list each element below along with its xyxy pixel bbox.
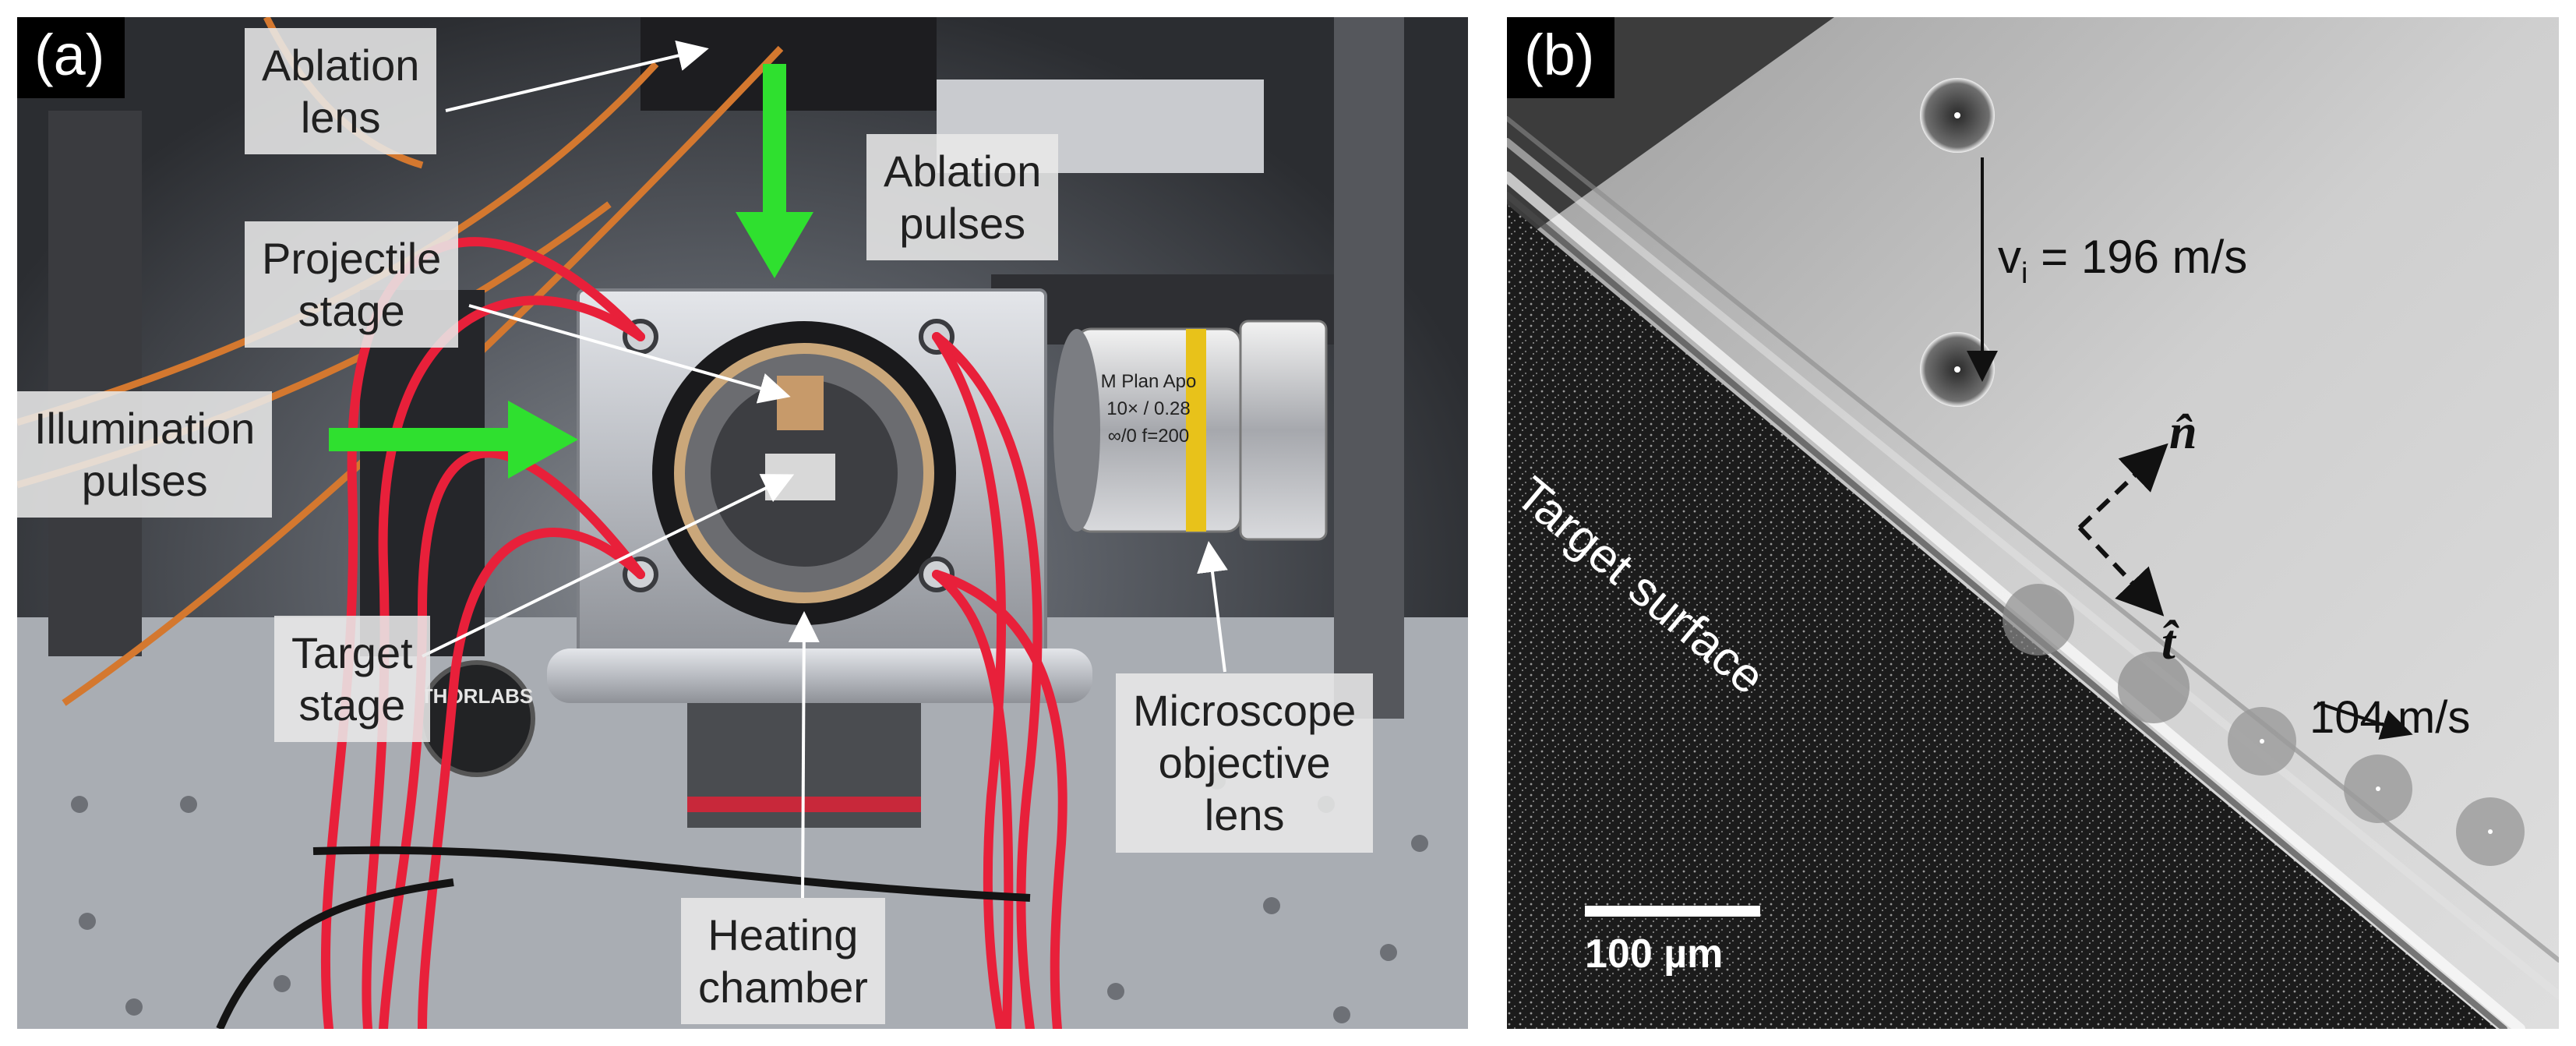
panel-b-scene: [1507, 17, 2559, 1029]
panel-b-tag: (b): [1507, 17, 1615, 98]
incident-velocity-label: vi = 196 m/s: [1998, 231, 2248, 290]
objective-engraving-3: ∞/0 f=200: [1108, 426, 1190, 447]
panel-a-photo: THORLABS M Plan Apo 10× / 0.28 ∞/0 f=200: [17, 17, 1468, 1029]
particle-4: [2118, 652, 2190, 723]
label-illumination-pulses: Illumination pulses: [17, 391, 273, 518]
label-illumination-pulses-line-1: Illumination: [34, 404, 256, 453]
particle-6: [2344, 754, 2412, 823]
label-target-stage-line-2: stage: [298, 680, 406, 730]
ablation-arrow: [736, 64, 813, 278]
microscope-objective: M Plan Apo 10× / 0.28 ∞/0 f=200: [1053, 320, 1328, 541]
label-ablation-pulses-line-2: pulses: [899, 199, 1026, 249]
tangent-vector: [2077, 525, 2165, 617]
leader-lines: [422, 40, 1228, 899]
ablation-lens-mount: [640, 17, 937, 111]
label-projectile-stage-line-2: stage: [298, 286, 405, 336]
label-heating-chamber-line-1: Heating: [708, 910, 859, 959]
panel-b-micrograph: (b) vi = 196 m/s 104 m/s n̂ t̂ Target su…: [1507, 17, 2559, 1029]
scale-bar-label: 100 µm: [1585, 931, 1724, 977]
label-heating-chamber-line-2: chamber: [698, 963, 868, 1012]
particle-7: [2456, 797, 2525, 866]
label-ablation-lens-line-1: Ablation: [262, 41, 420, 90]
label-projectile-stage: Projectile stage: [245, 221, 459, 348]
label-microscope-objective-lens-line-2: objective: [1158, 738, 1331, 788]
label-target-stage-line-1: Target: [291, 628, 413, 677]
particle-1: [1920, 78, 1995, 153]
projectile-stage: [777, 376, 824, 430]
particle-3: [2003, 584, 2074, 656]
black-cables: [216, 846, 1031, 1029]
label-ablation-lens: Ablation lens: [245, 28, 437, 155]
label-heating-chamber: Heating chamber: [681, 898, 885, 1025]
incident-velocity-subscript: i: [2021, 257, 2028, 290]
thorlabs-knob: [418, 660, 535, 777]
particle-5: [2228, 707, 2296, 776]
target-region: [1507, 204, 2497, 1029]
label-illumination-pulses-line-2: pulses: [81, 456, 208, 506]
thorlabs-text: THORLABS: [421, 684, 533, 708]
label-microscope-objective-lens: Microscope objective lens: [1116, 673, 1374, 853]
post-right: [1334, 17, 1404, 719]
panel-a-tag: (a): [17, 17, 125, 98]
red-wires: [320, 237, 1067, 1029]
label-microscope-objective-lens-line-1: Microscope: [1133, 686, 1357, 735]
rebound-velocity-label: 104 m/s: [2310, 692, 2471, 743]
label-projectile-stage-line-1: Projectile: [262, 234, 442, 283]
target-stage: [765, 454, 835, 500]
incident-velocity-value: = 196 m/s: [2027, 231, 2248, 283]
normal-vector: [2077, 443, 2168, 530]
objective-engraving-1: M Plan Apo: [1101, 371, 1197, 392]
label-ablation-pulses-line-1: Ablation: [884, 147, 1042, 196]
rebound-velocity-arrow: [2317, 701, 2413, 740]
lower-rod: [547, 648, 1092, 703]
panel-a-scene: THORLABS M Plan Apo 10× / 0.28 ∞/0 f=200: [17, 17, 1468, 1029]
scale-bar: [1585, 906, 1760, 917]
tangent-vector-label: t̂: [2161, 614, 2175, 670]
label-target-stage: Target stage: [274, 616, 430, 743]
label-ablation-pulses: Ablation pulses: [866, 134, 1059, 261]
objective-engraving-2: 10× / 0.28: [1106, 398, 1190, 419]
table-holes: [71, 772, 1428, 1023]
illumination-arrow: [329, 401, 578, 479]
label-microscope-objective-lens-line-3: lens: [1204, 790, 1285, 840]
label-ablation-lens-line-2: lens: [300, 93, 381, 143]
incident-velocity-symbol: v: [1998, 231, 2021, 283]
normal-vector-label: n̂: [2169, 404, 2197, 459]
